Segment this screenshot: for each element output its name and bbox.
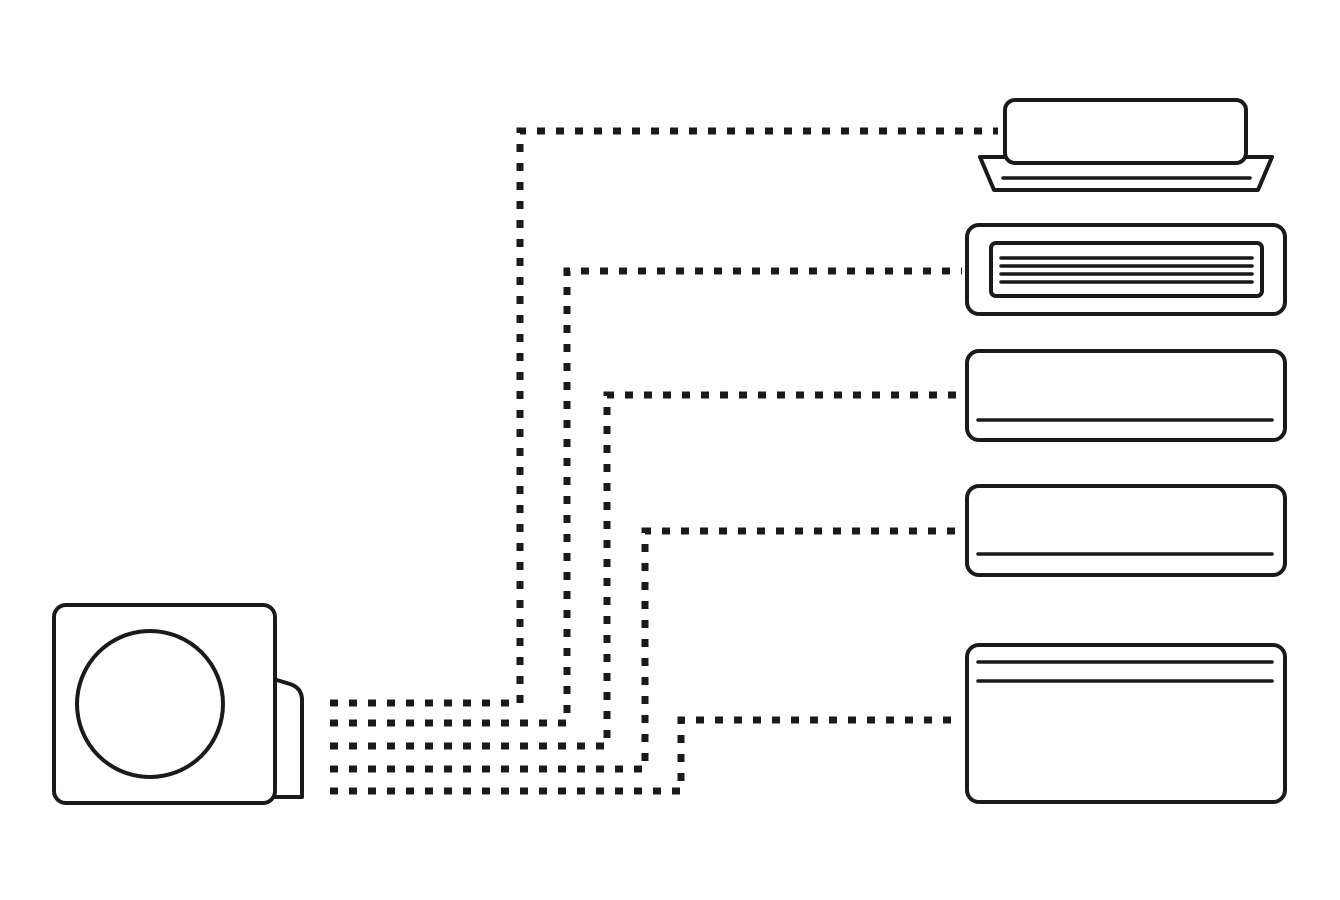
pipe-connections — [330, 127, 998, 795]
wall-mounted-unit-icon — [965, 349, 1287, 442]
duct-unit-grille — [989, 241, 1264, 298]
outdoor-unit-fan — [75, 629, 225, 779]
outdoor-unit-side-panel — [268, 676, 304, 799]
pipe-to-wall-unit-2 — [330, 527, 962, 773]
pipe-to-duct-unit — [330, 267, 962, 727]
pipe-to-wall-unit-1 — [330, 391, 962, 750]
pipe-to-cassette — [330, 127, 998, 707]
cassette-body — [1003, 98, 1248, 165]
wall-unit-1-body — [965, 349, 1287, 442]
ducted-unit-icon — [965, 223, 1287, 316]
wall-unit-2-body — [965, 484, 1287, 577]
outdoor-condenser-icon — [52, 603, 304, 805]
pipe-to-floor-unit — [330, 716, 962, 795]
floor-console-icon — [965, 643, 1287, 804]
wall-mounted-unit-icon — [965, 484, 1287, 577]
floor-unit-body — [965, 643, 1287, 804]
ceiling-cassette-icon — [978, 98, 1274, 192]
